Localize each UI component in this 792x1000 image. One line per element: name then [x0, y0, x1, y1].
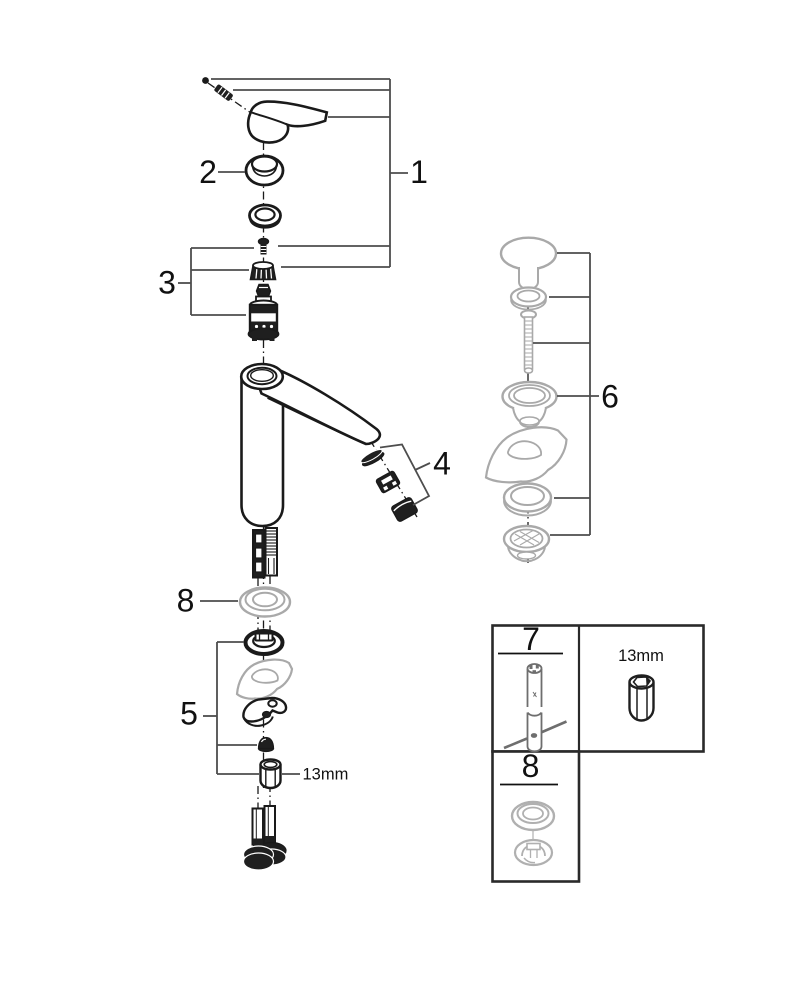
- mounting-dome-nut: [257, 736, 275, 753]
- handle-washer-ring: [248, 203, 282, 229]
- legend-box7-tool-size: 13mm: [618, 647, 664, 665]
- drain-plug-cap: [499, 236, 558, 291]
- drain-strainer-basket: [502, 524, 551, 563]
- aerator-sleeve: [391, 497, 418, 522]
- flow-regulator: [375, 470, 401, 494]
- legend-box7-label: 7: [522, 621, 540, 657]
- base-oring-ring: [243, 629, 285, 656]
- callout-lines: [178, 78, 599, 775]
- lever-handle: [246, 100, 329, 144]
- bracket-5: [203, 641, 259, 775]
- aerator-parts-drawing: [360, 449, 418, 522]
- body-column: [240, 378, 285, 528]
- drain-washer: [509, 286, 548, 311]
- cartridge-assembly-drawing: [247, 237, 280, 341]
- bracket-6: [533, 252, 599, 536]
- spare-seal-ring-gray: [510, 800, 556, 841]
- body-spout: [258, 367, 382, 446]
- mounting-parts-drawing: [235, 586, 294, 871]
- callout-label-4: 4: [433, 446, 451, 482]
- aerator-gasket-disc: [360, 449, 385, 467]
- base-seal-ring-gray: [238, 586, 292, 618]
- mounting-bolts: [242, 805, 287, 871]
- callout-label-5: 5: [180, 696, 198, 732]
- mounting-hex-nut: [259, 758, 282, 790]
- callout-label-2: 2: [199, 154, 217, 190]
- handle-screw: [214, 84, 233, 101]
- cartridge-screw: [257, 237, 270, 255]
- callout-label-6: 6: [601, 379, 619, 415]
- hex-socket-adapter: [628, 674, 655, 722]
- lever-handle-crease: [250, 111, 289, 126]
- spare-retainer-clip-gray: [513, 838, 554, 867]
- bracket-3: [178, 247, 254, 316]
- wrench-size-label: 13mm: [303, 766, 349, 784]
- drain-wedge-gasket: [484, 426, 568, 484]
- drain-threaded-rod: [520, 309, 537, 374]
- callout-label-8: 8: [177, 583, 195, 619]
- drain-flange: [501, 380, 558, 429]
- handle-plug-dot: [202, 77, 209, 84]
- spout-crease: [267, 397, 363, 444]
- mounting-crescent-clamp: [242, 696, 288, 727]
- callout-label-3: 3: [158, 265, 176, 301]
- bracket-1: [211, 78, 408, 268]
- drain-assembly-drawing: [484, 236, 568, 563]
- handle-assembly-drawing: [202, 77, 329, 229]
- cartridge-cap-nut: [249, 261, 277, 281]
- drain-ring: [502, 482, 553, 517]
- callout-label-1: 1: [410, 154, 428, 190]
- socket-wrench-tool: [503, 663, 568, 753]
- mounting-wedge-gasket-gray: [235, 658, 294, 700]
- cartridge-body: [247, 283, 280, 341]
- body-shank-tubes: [252, 527, 278, 579]
- legend-boxes: 7 13mm 8: [491, 621, 705, 883]
- faucet-body-drawing: [239, 362, 382, 579]
- legend-box8-label: 8: [522, 748, 540, 784]
- handle-cap-ring: [244, 154, 285, 187]
- bracket-4: [379, 443, 431, 506]
